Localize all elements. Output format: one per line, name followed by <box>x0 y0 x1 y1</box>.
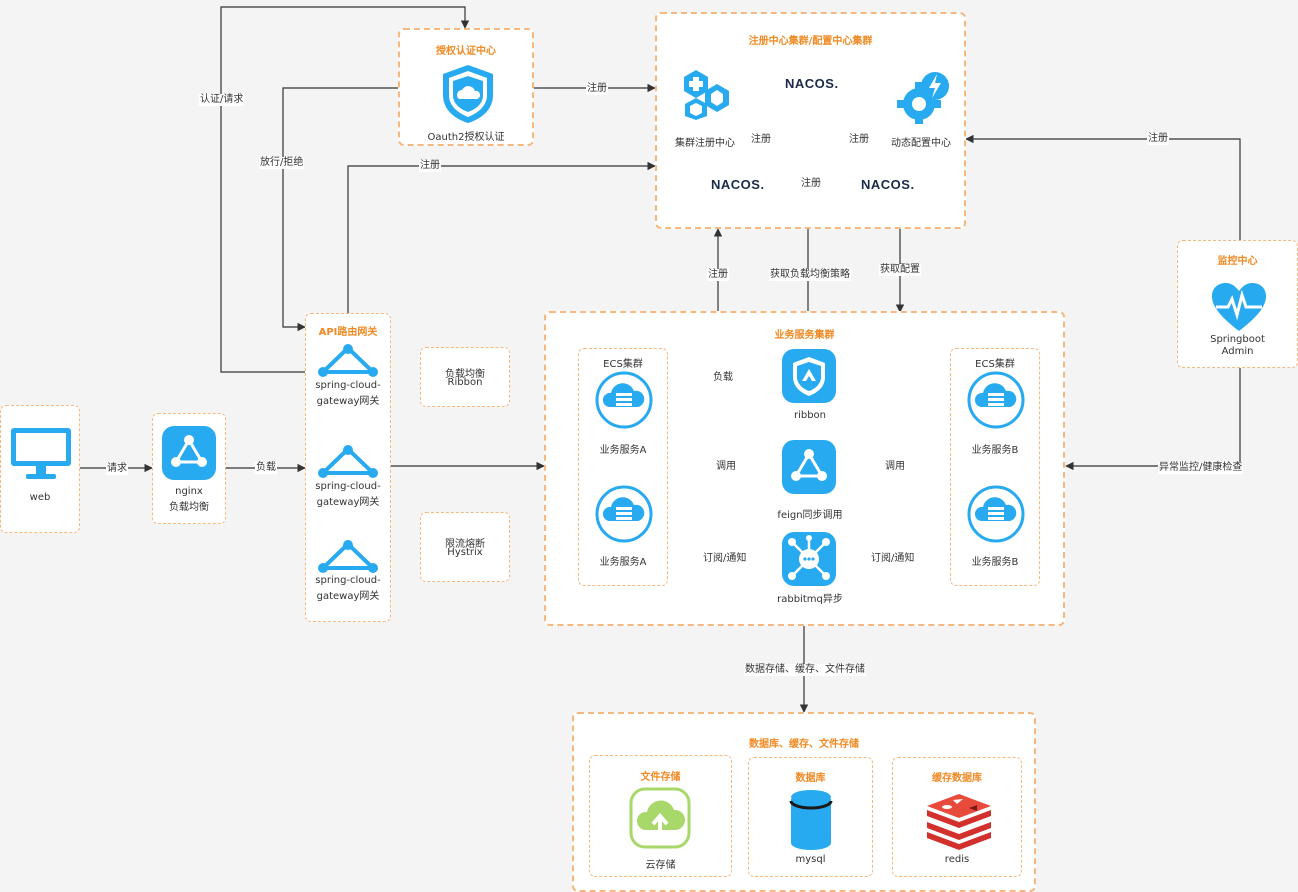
edge-label-business-register: 注册 <box>707 269 729 281</box>
gear-lightning-icon <box>897 72 949 124</box>
service-a-label-1: 业务服务A <box>599 445 647 456</box>
auth-title: 授权认证中心 <box>436 46 496 57</box>
web-label: web <box>29 492 51 503</box>
share-hub-icon <box>782 440 836 494</box>
cloud-upload-icon <box>629 787 691 849</box>
edge-label-invoke-left: 调用 <box>715 461 737 473</box>
edge-label-gateway-register: 注册 <box>419 160 441 172</box>
edge-label-lb-policy: 获取负载均衡策略 <box>769 269 851 281</box>
service-a-label-2: 业务服务A <box>599 557 647 568</box>
redis-icon <box>927 794 991 850</box>
edge-label-auth-request: 认证/请求 <box>199 94 245 106</box>
gateway-2-line1: spring-cloud- <box>315 481 381 492</box>
api-gateway[interactable]: API路由网关 spring-cloud- gateway网关 spring-c… <box>305 313 391 622</box>
rabbitmq-label: rabbitmq异步 <box>777 594 843 605</box>
service-b-label-1: 业务服务B <box>971 445 1019 456</box>
gateway-triangle-icon <box>318 344 378 377</box>
file-storage-box[interactable]: 文件存储 云存储 <box>589 755 732 877</box>
gateway-1-line2: gateway网关 <box>316 396 380 407</box>
database-cylinder-icon <box>789 790 833 850</box>
edge-label-invoke-right: 调用 <box>884 461 906 473</box>
ribbon-label: ribbon <box>793 410 827 421</box>
database-label: mysql <box>795 854 826 865</box>
auth-center[interactable]: 授权认证中心 Oauth2授权认证 <box>398 28 534 146</box>
edge-gateway-auth <box>220 6 470 373</box>
database-box[interactable]: 数据库 mysql <box>748 757 873 877</box>
ribbon-shield-icon <box>782 349 836 403</box>
nacos-logo-right: NACOS. <box>861 177 915 192</box>
edge-label-monitor-register: 注册 <box>1147 133 1169 145</box>
service-b-label-2: 业务服务B <box>971 557 1019 568</box>
edge-label-subscribe-right: 订阅/通知 <box>870 553 916 565</box>
shield-cloud-icon <box>443 65 493 123</box>
nginx-label-1: nginx <box>175 486 203 497</box>
ribbon-lb-line1: 负载均衡 <box>445 369 485 380</box>
dynamic-config-label: 动态配置中心 <box>891 138 951 149</box>
nacos-logo-left: NACOS. <box>711 177 765 192</box>
cluster-register-label: 集群注册中心 <box>675 138 735 149</box>
edge-label-load: 负载 <box>255 462 277 474</box>
gateway-triangle-icon <box>318 540 378 573</box>
hexagon-plus-icon <box>684 70 729 120</box>
gateway-2-line2: gateway网关 <box>316 497 380 508</box>
file-storage-label: 云存储 <box>645 860 676 871</box>
cloud-server-icon <box>967 371 1025 429</box>
monitor-line2: Admin <box>1221 346 1254 357</box>
cache-title: 缓存数据库 <box>932 773 982 784</box>
cloud-server-icon <box>967 485 1025 543</box>
hystrix-box[interactable]: 限流熔断 Hystrix <box>420 512 510 582</box>
ecs-right-label: ECS集群 <box>975 359 1015 370</box>
edge-label-get-config: 获取配置 <box>879 264 921 276</box>
business-title: 业务服务集群 <box>774 330 835 341</box>
hystrix-line1: 限流熔断 <box>445 539 485 550</box>
file-storage-title: 文件存储 <box>640 772 681 783</box>
ecs-left[interactable]: ECS集群 业务服务A 业务服务A <box>578 348 668 586</box>
auth-label: Oauth2授权认证 <box>427 132 505 143</box>
cloud-server-icon <box>595 485 653 543</box>
edge-label-nacos-bottom: 注册 <box>800 178 822 190</box>
cloud-server-icon <box>595 371 653 429</box>
edge-label-ribbon-load: 负载 <box>712 372 734 384</box>
edge-gateway-register <box>347 161 656 313</box>
nacos-logo-top: NACOS. <box>785 76 839 91</box>
cache-label: redis <box>944 854 970 865</box>
edge-label-auth-register: 注册 <box>586 83 608 95</box>
share-hub-icon <box>162 426 216 480</box>
gateway-1-line1: spring-cloud- <box>315 380 381 391</box>
gateway-triangle-icon <box>318 445 378 478</box>
registry-cluster[interactable]: 注册中心集群/配置中心集群 集群注册中心 NACOS. 动态配置中心 NACOS… <box>655 12 966 229</box>
monitor-title: 监控中心 <box>1217 256 1258 267</box>
edge-label-subscribe-left: 订阅/通知 <box>702 553 748 565</box>
storage-title: 数据库、缓存、文件存储 <box>749 739 859 750</box>
ecs-right[interactable]: ECS集群 业务服务B 业务服务B <box>950 348 1040 586</box>
gateway-3-line1: spring-cloud- <box>315 575 381 586</box>
registry-title: 注册中心集群/配置中心集群 <box>748 36 873 47</box>
ribbon-lb-box[interactable]: 负载均衡 Ribbon <box>420 347 510 407</box>
cache-box[interactable]: 缓存数据库 redis <box>892 757 1022 877</box>
hystrix-line2: Hystrix <box>447 547 483 558</box>
edge-label-allow-reject: 放行/拒绝 <box>259 157 305 169</box>
web-node[interactable]: web <box>0 405 80 533</box>
monitor-icon <box>11 428 71 479</box>
monitor-center[interactable]: 监控中心 Springboot Admin <box>1177 240 1298 368</box>
edge-monitor-register <box>965 134 1241 240</box>
edge-label-nacos-tr: 注册 <box>848 134 870 146</box>
ribbon-lb-line2: Ribbon <box>447 377 483 388</box>
edge-auth-gateway <box>282 87 399 332</box>
heart-pulse-icon <box>1212 283 1266 331</box>
edge-label-nacos-tl: 注册 <box>750 134 772 146</box>
feign-label: feign同步调用 <box>777 510 843 521</box>
ecs-left-label: ECS集群 <box>603 359 643 370</box>
nginx-node[interactable]: nginx 负载均衡 <box>152 413 226 524</box>
edge-monitor-business <box>1065 368 1241 471</box>
edge-label-monitor-check: 异常监控/健康检查 <box>1158 462 1244 474</box>
database-title: 数据库 <box>795 773 826 784</box>
nginx-label-2: 负载均衡 <box>169 502 209 513</box>
gateway-3-line2: gateway网关 <box>316 591 380 602</box>
edge-label-request: 请求 <box>106 463 128 475</box>
edge-label-storage: 数据存储、缓存、文件存储 <box>744 664 866 676</box>
monitor-line1: Springboot <box>1210 334 1265 345</box>
gateway-title: API路由网关 <box>318 327 378 338</box>
message-hub-icon <box>782 532 836 586</box>
